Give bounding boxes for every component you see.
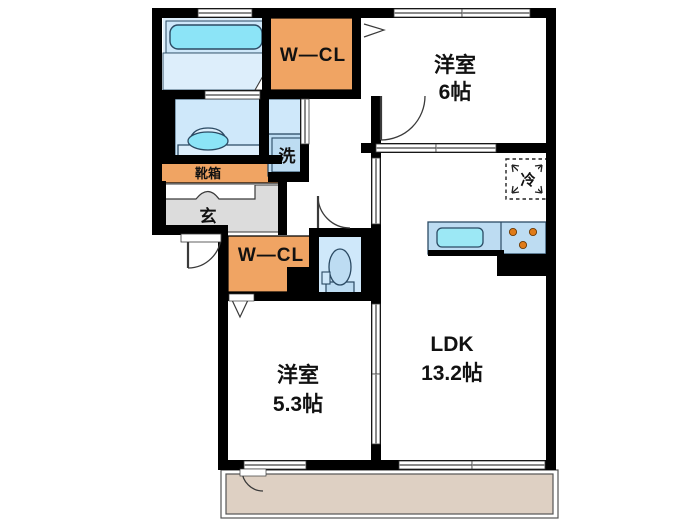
stove-burner-icon (528, 227, 538, 237)
closet-bottom-label: W—CL (238, 245, 304, 266)
sliding-door-washitsu53 (371, 303, 381, 445)
room-label-washitsu6: 洋室 6帖 (434, 53, 476, 104)
room-label-washitsu53: 洋室 5.3帖 (273, 363, 323, 416)
washitsu6-name: 洋室 (434, 53, 476, 77)
window-bath (197, 8, 253, 18)
shoe-box-label: 靴箱 (195, 166, 221, 181)
sliding-door-washitsu6 (375, 143, 497, 153)
room-labels: 洋室 6帖 LDK 13.2帖 洋室 5.3帖 (273, 53, 483, 416)
washer-label: 洗 (279, 146, 296, 166)
window-washitsu53-bottom (243, 460, 307, 470)
toilet-icon (328, 248, 352, 286)
room-fills (163, 18, 546, 470)
washbasin-icon (187, 131, 229, 151)
windows (197, 8, 546, 470)
closet-top-label: W—CL (280, 45, 346, 66)
shoe-box: 靴箱 (159, 162, 283, 184)
entrance-area: 玄 (159, 184, 283, 233)
fridge-label: 冷 (520, 171, 535, 189)
toilet-room (317, 232, 363, 299)
sliding-door-ldk-balcony (398, 460, 546, 470)
sliding-door-corridor (371, 157, 381, 225)
stove-burner-icon (518, 240, 528, 250)
bathroom-area (162, 18, 272, 91)
kitchen-sink-icon (436, 227, 484, 248)
door-washitsu6 (379, 95, 426, 141)
door-balcony (239, 468, 267, 492)
closet-top: W—CL (269, 17, 358, 91)
bathtub-icon (169, 24, 263, 50)
room-label-ldk: LDK 13.2帖 (421, 333, 483, 385)
window-washitsu6-top (393, 8, 531, 18)
vanity-area (174, 98, 302, 161)
entrance-label: 玄 (200, 206, 217, 226)
washitsu6-size: 6帖 (439, 81, 472, 104)
ldk-size: 13.2帖 (421, 362, 483, 385)
door-entrance (180, 233, 222, 269)
ldk-name: LDK (430, 333, 473, 356)
door-wcl-bottom-marker (228, 293, 255, 319)
door-toilet (316, 195, 351, 229)
sliding-door-washer (300, 98, 310, 145)
washitsu53-name: 洋室 (277, 363, 319, 387)
kitchen-counter (427, 221, 547, 255)
washitsu53-size: 5.3帖 (273, 393, 323, 416)
stove-burner-icon (508, 227, 518, 237)
balcony-area (220, 469, 559, 519)
window-vanity (204, 90, 261, 100)
doors (180, 23, 426, 492)
door-wcl-top-marker (363, 23, 386, 38)
